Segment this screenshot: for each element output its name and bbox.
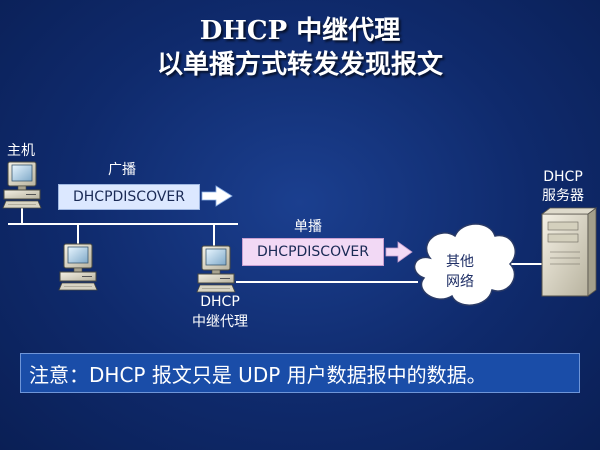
unicast-label: 单播: [294, 219, 322, 235]
server-label-line-1: DHCP: [543, 169, 583, 185]
cloud-icon: [413, 223, 516, 306]
relay-computer-icon: [196, 245, 236, 293]
host-label: 主机: [7, 143, 35, 159]
arrow-right-icon: [201, 185, 233, 207]
unicast-packet: DHCPDISCOVER: [242, 238, 384, 266]
broadcast-label: 广播: [108, 162, 136, 178]
server-icon: [540, 207, 598, 297]
title-line-2: 以单播方式转发发现报文: [156, 50, 443, 80]
server-label: DHCP 服务器: [528, 168, 598, 206]
cloud-label-line-1: 其他: [446, 254, 474, 270]
server-label-line-2: 服务器: [542, 188, 584, 204]
broadcast-packet: DHCPDISCOVER: [58, 184, 200, 210]
title-line-1: DHCP 中继代理: [199, 16, 401, 46]
relay-label-line-1: DHCP: [200, 294, 240, 310]
host-computer-icon: [2, 161, 42, 209]
relay-label-line-2: 中继代理: [192, 314, 248, 330]
relay-label: DHCP 中继代理: [182, 292, 258, 332]
cloud-label: 其他 网络: [434, 252, 486, 292]
cloud-label-line-2: 网络: [446, 274, 474, 290]
page-title: DHCP 中继代理 以单播方式转发发现报文: [0, 14, 600, 82]
computer-icon: [58, 243, 98, 291]
note-box: 注意：DHCP 报文只是 UDP 用户数据报中的数据。: [20, 353, 580, 393]
arrow-right-icon: [385, 241, 413, 263]
